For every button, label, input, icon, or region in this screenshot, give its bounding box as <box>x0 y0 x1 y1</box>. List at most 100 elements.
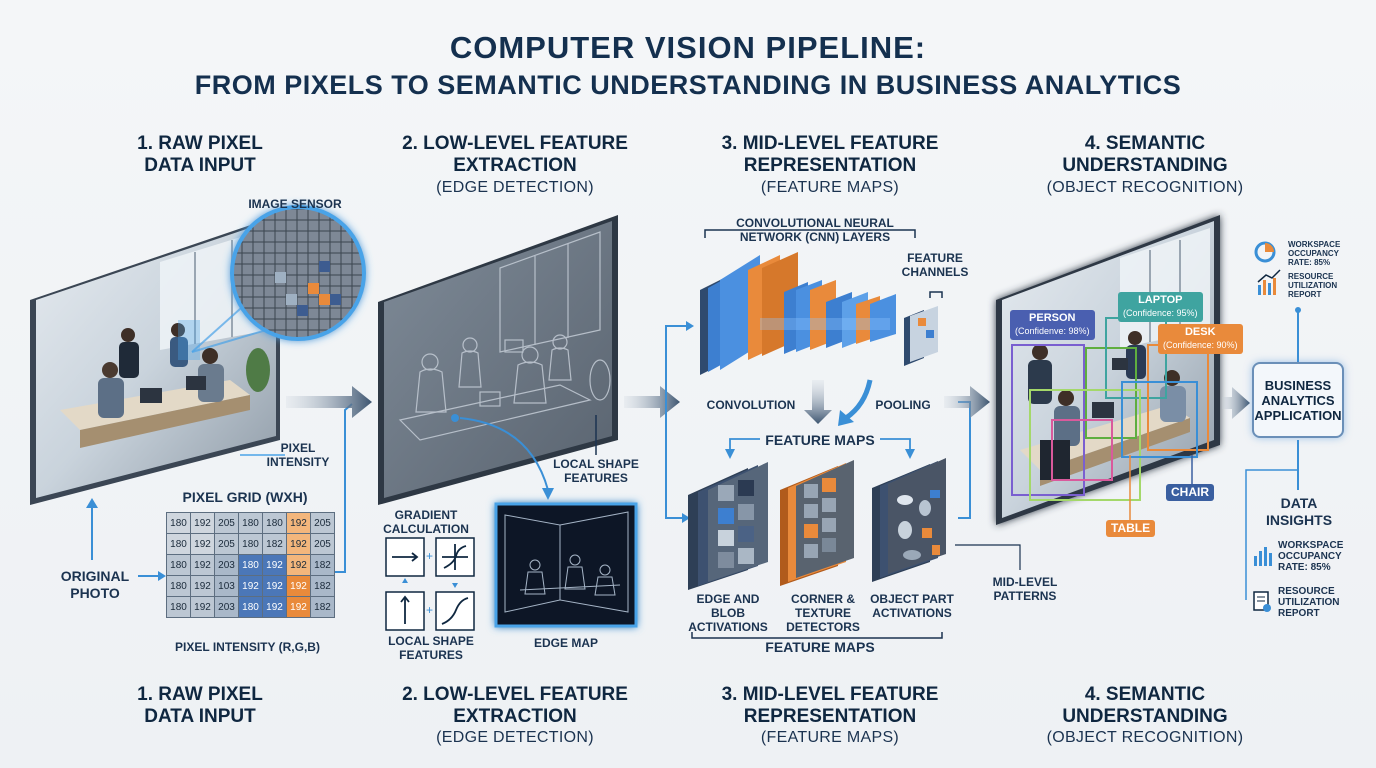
insight-utilization: RESOURCE UTILIZATION REPORT <box>1278 586 1340 619</box>
bar-chart-icon <box>1257 269 1281 295</box>
convolution-label: CONVOLUTION <box>706 398 796 412</box>
pixel-grid-cell: 180 <box>166 554 191 576</box>
pixel-grid-cell: 205 <box>310 533 335 555</box>
person-confidence: (Confidenve: 98%) <box>1015 326 1090 336</box>
person-tag: PERSON (Confidenve: 98%) <box>1010 310 1095 340</box>
stage3-sub-bottom: (FEATURE MAPS) <box>760 729 900 746</box>
original-photo-panel <box>30 215 280 505</box>
stage2-sub-bottom: (EDGE DETECTION) <box>436 729 594 746</box>
pixel-grid-cell: 192 <box>262 596 287 618</box>
image-sensor-label: IMAGE SENSOR <box>248 197 342 211</box>
feature-maps-top-label: FEATURE MAPS <box>765 432 875 448</box>
gear-chart-icon <box>1254 241 1276 263</box>
pixel-grid-cell: 180 <box>262 512 287 534</box>
stage2-title-bottom: 2. LOW-LEVEL FEATURE EXTRACTION <box>402 684 628 727</box>
pixel-grid-cell: 192 <box>286 533 311 555</box>
stage3-title-bottom: 3. MID-LEVEL FEATURE REPRESENTATION <box>721 684 939 727</box>
pixel-grid-cell: 182 <box>262 533 287 555</box>
feature-maps-bottom-label: FEATURE MAPS <box>765 639 875 655</box>
pixel-grid-cell: 192 <box>190 596 215 618</box>
pixel-grid-cell: 180 <box>238 533 263 555</box>
object-part-maps <box>872 458 946 582</box>
pixel-intensity-label: PIXEL INTENSITY <box>266 441 330 469</box>
pixel-grid-cell: 182 <box>310 554 335 576</box>
stage2-title-top: 2. LOW-LEVEL FEATURE EXTRACTION <box>402 133 628 176</box>
pixel-grid-cell: 203 <box>214 596 239 618</box>
insight-chart-icon <box>1254 547 1272 566</box>
desk-tag: DESK (Confidence: 90%) <box>1158 324 1243 354</box>
edge-map-panel <box>494 502 638 628</box>
pixel-grid-cell: 180 <box>166 533 191 555</box>
corner-texture-label: CORNER & TEXTURE DETECTORS <box>786 592 860 634</box>
pixel-grid-cell: 180 <box>238 554 263 576</box>
pixel-grid-cell: 180 <box>166 596 191 618</box>
pixel-grid-cell: 192 <box>262 575 287 597</box>
cnn-layer-stack <box>700 252 938 375</box>
gradient-calc-label: GRADIENT CALCULATION <box>383 508 469 536</box>
stage4-title-top: 4. SEMANTIC UNDERSTANDING <box>1062 133 1228 176</box>
laptop-confidence: (Confidence: 95%) <box>1123 308 1198 318</box>
pooling-label: POOLING <box>875 398 931 412</box>
pixel-grid-cell: 192 <box>286 554 311 576</box>
pixel-grid-cell: 192 <box>286 596 311 618</box>
pixel-grid-cell: 192 <box>286 512 311 534</box>
chair-tag: CHAIR <box>1166 484 1214 501</box>
stage4-sub-top: (OBJECT RECOGNITION) <box>1046 179 1244 196</box>
object-part-label: OBJECT PART ACTIVATIONS <box>870 592 954 620</box>
person-label: PERSON <box>1029 312 1076 324</box>
stage3-sub-top: (FEATURE MAPS) <box>760 179 900 196</box>
stage4-title-bottom: 4. SEMANTIC UNDERSTANDING <box>1062 684 1228 727</box>
edge-map-label: EDGE MAP <box>533 636 598 650</box>
desk-confidence: (Confidence: 90%) <box>1163 340 1238 350</box>
pixel-grid-cell: 192 <box>190 575 215 597</box>
image-sensor-magnifier <box>178 205 366 360</box>
pixel-grid-cell: 180 <box>166 575 191 597</box>
pixel-grid-cell: 192 <box>238 575 263 597</box>
original-photo-label: ORIGINAL PHOTO <box>60 568 130 601</box>
insight-occupancy: WORKSPACE OCCUPANCY RATE: 85% <box>1278 540 1344 573</box>
edge-blob-maps <box>688 462 768 590</box>
edge-detection-panel <box>378 215 618 505</box>
desk-label: DESK <box>1184 326 1216 338</box>
business-analytics-app: BUSINESS ANALYTICS APPLICATION <box>1252 362 1344 438</box>
pixel-grid-cell: 205 <box>214 533 239 555</box>
data-insights-label: DATA INSIGHTS <box>1265 495 1333 528</box>
cnn-bracket <box>704 229 943 298</box>
main-title: COMPUTER VISION PIPELINE: <box>449 30 927 65</box>
edge-blob-label: EDGE AND BLOB ACTIVATIONS <box>688 592 768 634</box>
svg-text:+: + <box>426 603 433 617</box>
pixel-grid-cell: 205 <box>310 512 335 534</box>
cnn-layers-label: CONVOLUTIONAL NEURAL NETWORK (CNN) LAYER… <box>736 216 894 244</box>
pixel-grid-cell: 180 <box>238 596 263 618</box>
pixel-grid-cell: 103 <box>214 575 239 597</box>
pixel-grid-cell: 203 <box>214 554 239 576</box>
report-doc-icon <box>1253 591 1271 612</box>
svg-text:+: + <box>426 549 433 563</box>
pixel-grid-cell: 192 <box>190 554 215 576</box>
pixel-grid-cell: 205 <box>214 512 239 534</box>
pixel-grid-cell: 192 <box>190 533 215 555</box>
feature-channels-label: FEATURE CHANNELS <box>901 251 969 279</box>
pixel-grid-cell: 192 <box>286 575 311 597</box>
local-shape-features-top-label: LOCAL SHAPE FEATURES <box>553 457 639 485</box>
stage3-title-top: 3. MID-LEVEL FEATURE REPRESENTATION <box>721 133 939 176</box>
stage1-title-top: 1. RAW PIXEL DATA INPUT <box>137 133 263 176</box>
pixel-grid-cell: 180 <box>166 512 191 534</box>
laptop-label: LAPTOP <box>1138 294 1183 306</box>
pixel-grid-cell: 180 <box>238 512 263 534</box>
stage4-sub-bottom: (OBJECT RECOGNITION) <box>1046 729 1244 746</box>
pixel-grid-cell: 192 <box>262 554 287 576</box>
main-subtitle: FROM PIXELS TO SEMANTIC UNDERSTANDING IN… <box>194 70 1182 100</box>
kpi-utilization: RESOURCE UTILIZATION REPORT <box>1288 272 1338 299</box>
kpi-occupancy: WORKSPACE OCCUPANCY RATE: 85% <box>1288 240 1341 267</box>
local-shape-features-bottom-label: LOCAL SHAPE FEATURES <box>388 634 474 662</box>
laptop-tag: LAPTOP (Confidence: 95%) <box>1118 292 1203 322</box>
mid-level-patterns-label: MID-LEVEL PATTERNS <box>992 575 1058 603</box>
stage1-title-bottom: 1. RAW PIXEL DATA INPUT <box>137 684 263 727</box>
